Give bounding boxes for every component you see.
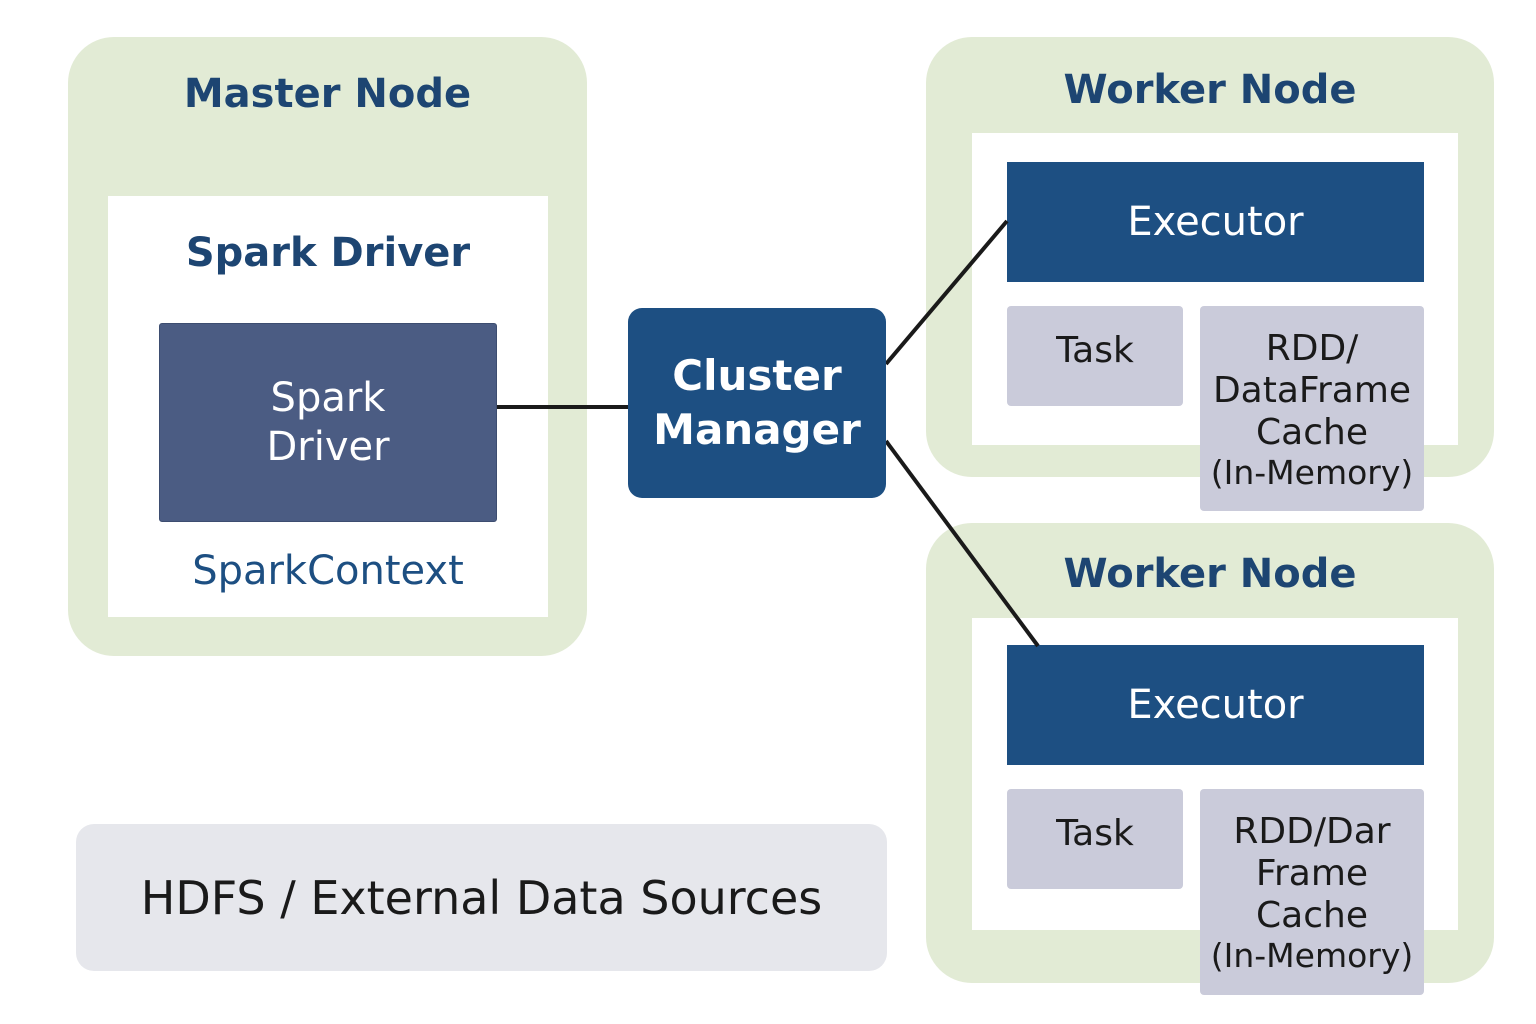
worker-node-2-title: Worker Node [1063, 551, 1357, 597]
master-node-title: Master Node [183, 71, 472, 117]
worker-node-1-title: Worker Node [1063, 67, 1357, 113]
cache-1-label: RDD/ DataFrame Cache [1212, 328, 1412, 454]
cache-1-sub: (In-Memory) [1210, 453, 1414, 493]
cache-2-sub: (In-Memory) [1210, 936, 1414, 976]
cache-1: RDD/ DataFrame Cache (In-Memory) [1200, 306, 1424, 511]
cluster-manager-to-worker-2-line [884, 439, 1040, 648]
executor-2: Executor [1007, 645, 1424, 765]
spark-driver-box: Spark Driver [159, 323, 497, 522]
task-2: Task [1007, 789, 1183, 889]
task-1: Task [1007, 306, 1183, 406]
cache-2: RDD/Dar Frame Cache (In-Memory) [1200, 789, 1424, 995]
cache-2-label: RDD/Dar Frame Cache [1233, 811, 1391, 937]
cluster-manager-to-worker-1-line [884, 219, 1009, 366]
executor-1: Executor [1007, 162, 1424, 282]
spark-context-label: SparkContext [192, 548, 464, 594]
cluster-manager-box: Cluster Manager [628, 308, 886, 498]
spark-driver-title: Spark Driver [185, 230, 471, 276]
data-sources-box: HDFS / External Data Sources [76, 824, 887, 971]
